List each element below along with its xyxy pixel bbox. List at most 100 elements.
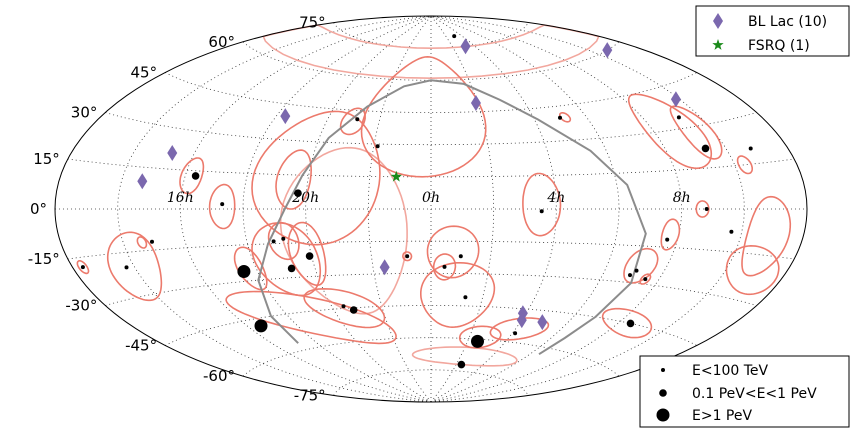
- light-error-region: [411, 346, 518, 367]
- grid-parallel: [67, 240, 795, 260]
- legend-bl-lac-label: BL Lac (10): [748, 14, 827, 30]
- neutrino-point: [626, 319, 635, 328]
- legend-star-marker: [712, 39, 724, 50]
- grid-meridian: [305, 15, 432, 403]
- blazar-sources: [137, 38, 681, 331]
- bl-lac-marker: [470, 95, 481, 112]
- error-region: [225, 290, 397, 345]
- error-region: [639, 273, 652, 285]
- error-region: [275, 149, 313, 210]
- fsrq-marker: [390, 170, 402, 182]
- bl-lac-marker: [167, 144, 178, 161]
- lat-label-m75: -75°: [294, 386, 326, 404]
- error-region: [76, 260, 90, 275]
- latitude-labels: 75° 60° 45° 30° 15° 0° -15° -30° -45° -6…: [28, 14, 326, 405]
- neutrino-point: [463, 295, 468, 300]
- neutrino-point: [405, 254, 410, 259]
- neutrino-point: [628, 273, 632, 278]
- ra-label-8h: 8h: [673, 190, 691, 206]
- grid-parallel: [242, 41, 620, 81]
- ra-label-16h: 16h: [167, 190, 194, 206]
- neutrino-point: [513, 331, 518, 336]
- bl-lac-marker: [460, 38, 471, 55]
- error-region: [432, 253, 457, 281]
- error-region: [208, 183, 236, 230]
- neutrino-point: [287, 264, 296, 273]
- ra-label-0h: 0h: [422, 190, 440, 206]
- legend-large-label: E>1 PeV: [692, 408, 752, 424]
- neutrino-point: [281, 236, 286, 241]
- grid-parallel: [105, 112, 757, 146]
- grid-parallel: [242, 337, 620, 377]
- error-region: [725, 244, 780, 296]
- lat-label-m15: -15°: [28, 250, 60, 268]
- lat-label-m60: -60°: [203, 367, 235, 385]
- neutrino-point: [634, 268, 639, 273]
- error-region: [458, 325, 502, 349]
- neutrino-point: [80, 265, 85, 270]
- error-region: [136, 236, 148, 249]
- grid-meridian: [430, 15, 745, 403]
- ra-labels: 8h 4h 0h 20h 16h: [167, 190, 691, 206]
- error-region: [420, 262, 496, 329]
- neutrino-point: [458, 254, 463, 259]
- bl-lac-marker: [537, 314, 548, 331]
- neutrino-point: [704, 207, 709, 211]
- neutrino-point: [150, 239, 154, 244]
- legend-small-marker: [661, 368, 665, 372]
- error-region: [426, 225, 480, 279]
- error-region: [106, 231, 163, 302]
- bl-lac-marker: [379, 259, 390, 276]
- grid-meridian: [430, 15, 683, 403]
- neutrino-point: [375, 144, 380, 149]
- neutrino-point: [471, 334, 484, 348]
- legend-medium-label: 0.1 PeV<E<1 PeV: [692, 386, 817, 402]
- legend-large-marker: [656, 408, 670, 422]
- neutrino-point: [676, 115, 681, 120]
- neutrino-point: [341, 304, 346, 309]
- error-region: [522, 172, 562, 237]
- legend-sources: BL Lac (10) FSRQ (1): [695, 5, 850, 57]
- lat-label-75: 75°: [299, 14, 326, 32]
- ra-label-4h: 4h: [546, 190, 565, 206]
- neutrino-point: [294, 189, 302, 197]
- error-region: [179, 157, 205, 195]
- lat-label-0: 0°: [30, 200, 47, 218]
- neutrino-point: [124, 265, 129, 270]
- lat-label-60: 60°: [208, 33, 235, 51]
- neutrino-point: [539, 209, 544, 214]
- neutrino-point: [729, 229, 734, 234]
- neutrino-point: [558, 115, 562, 120]
- error-region: [303, 287, 386, 329]
- error-region: [251, 222, 322, 297]
- error-region: [623, 247, 659, 284]
- error-region: [660, 218, 681, 251]
- grid-meridian: [179, 15, 432, 403]
- galactic-plane-line: [257, 79, 647, 356]
- lat-label-m30: -30°: [65, 297, 97, 315]
- neutrino-point: [191, 172, 200, 180]
- graticule-grid: [55, 15, 807, 403]
- error-region: [741, 195, 792, 277]
- neutrino-events: [80, 34, 753, 369]
- neutrino-point: [237, 265, 251, 278]
- galactic-plane: [257, 79, 647, 356]
- neutrino-point: [355, 117, 360, 122]
- error-region: [669, 105, 723, 160]
- error-region: [489, 317, 550, 341]
- neutrino-point: [701, 144, 710, 153]
- error-region: [601, 307, 653, 339]
- grid-meridian: [117, 15, 432, 403]
- bl-lac-marker: [280, 108, 291, 125]
- neutrino-point: [271, 239, 276, 244]
- bl-lac-marker: [137, 173, 148, 190]
- error-region: [251, 110, 381, 246]
- projection-boundary: [54, 15, 808, 403]
- neutrino-point: [349, 306, 358, 314]
- legend-diamond-marker: [713, 13, 723, 29]
- error-region: [695, 200, 710, 218]
- lat-label-30: 30°: [71, 104, 98, 122]
- neutrino-point: [254, 319, 268, 333]
- neutrino-point: [748, 146, 753, 151]
